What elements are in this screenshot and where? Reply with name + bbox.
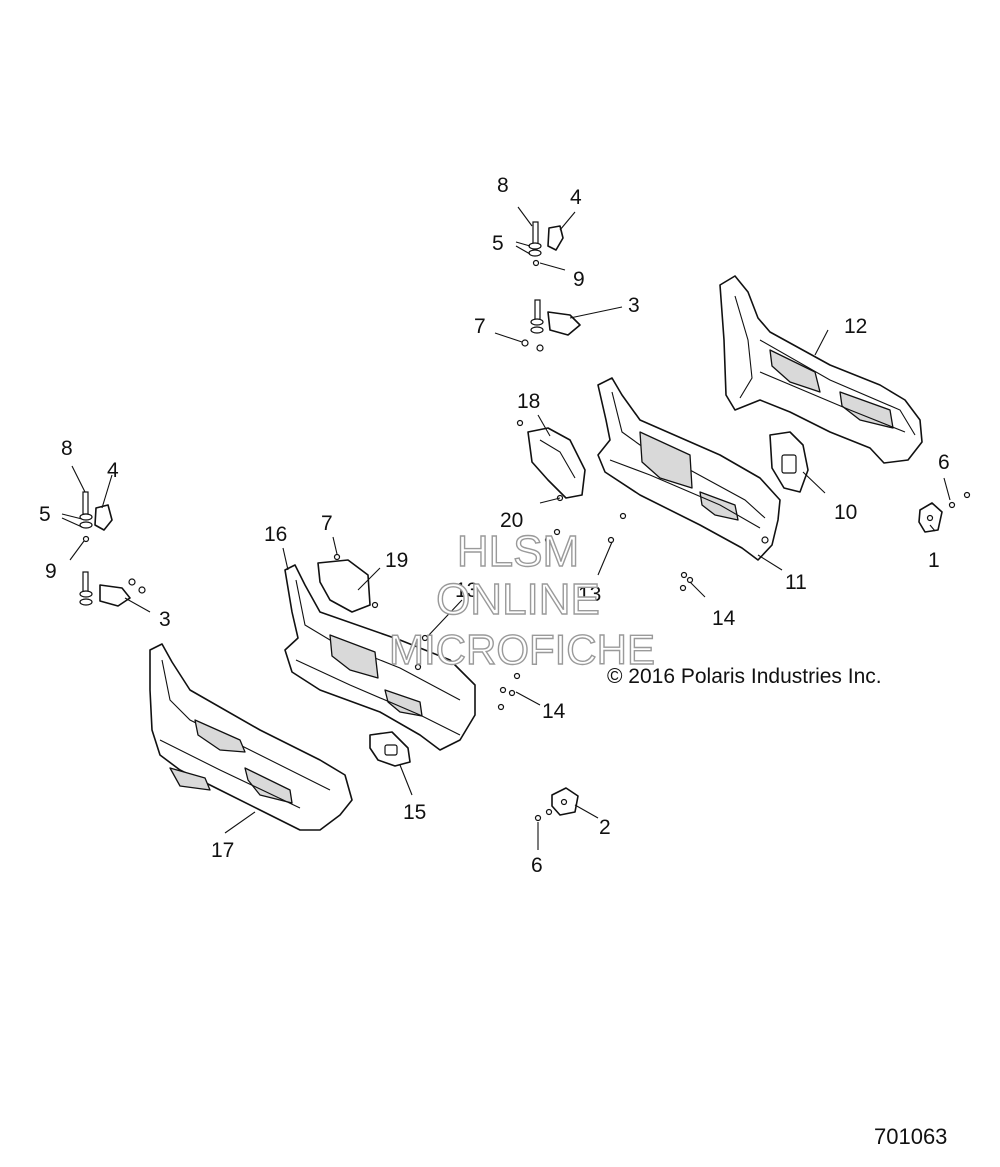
callout-5-left: 5 <box>39 503 51 526</box>
part-11-rear-door-frame <box>597 377 781 561</box>
callout-18: 18 <box>517 390 540 413</box>
part-2-front-hinge <box>551 787 579 816</box>
callout-1: 1 <box>928 549 940 572</box>
callout-10: 10 <box>834 501 857 524</box>
copyright-notice: © 2016 Polaris Industries Inc. <box>607 665 882 688</box>
part-1-rear-hinge <box>918 502 943 533</box>
callout-12: 12 <box>844 315 867 338</box>
callout-8-left: 8 <box>61 437 73 460</box>
callout-7-left: 7 <box>321 512 333 535</box>
callout-9-upper: 9 <box>573 268 585 291</box>
callout-14-right: 14 <box>712 607 736 630</box>
left-hinge-hardware <box>79 491 146 607</box>
watermark-line-3: MICROFICHE <box>389 626 655 673</box>
callout-3-upper: 3 <box>628 294 640 317</box>
callout-7-upper: 7 <box>474 315 486 338</box>
callout-20: 20 <box>500 509 523 532</box>
callout-6-bottom: 6 <box>531 854 543 877</box>
callout-13-left: 13 <box>455 579 478 602</box>
callout-4-upper: 4 <box>570 186 582 209</box>
callout-17: 17 <box>211 839 234 862</box>
callout-5-upper: 5 <box>492 232 504 255</box>
part-12-rear-door-panel <box>719 275 923 464</box>
diagram-id: 701063 <box>874 1124 947 1149</box>
callout-9-left: 9 <box>45 560 57 583</box>
callout-13-right: 13 <box>578 583 601 606</box>
callout-3-left: 3 <box>159 608 171 631</box>
callout-14-left: 14 <box>542 700 566 723</box>
fasteners <box>333 419 971 822</box>
part-18-panel-plate <box>527 427 586 499</box>
part-10-rear-latch <box>769 431 809 493</box>
callout-19: 19 <box>385 549 408 572</box>
callout-15: 15 <box>403 801 426 824</box>
watermark-line-1: HLSM <box>457 527 579 576</box>
upper-hinge-hardware <box>521 221 581 352</box>
part-19-small-panel <box>317 559 371 613</box>
callout-8-upper: 8 <box>497 174 509 197</box>
callout-4-left: 4 <box>107 459 119 482</box>
callout-labels: 8 4 5 9 3 7 12 18 6 10 20 1 11 13 14 8 4… <box>39 174 950 877</box>
part-17-front-door-panel <box>149 643 353 831</box>
leader-lines <box>61 206 951 850</box>
callout-11: 11 <box>785 571 807 594</box>
callout-16: 16 <box>264 523 287 546</box>
watermark-line-2: ONLINE <box>436 575 600 624</box>
callout-6-right: 6 <box>938 451 950 474</box>
callout-2: 2 <box>599 816 611 839</box>
part-16-front-door-frame <box>284 564 476 751</box>
part-15-front-latch <box>369 731 411 767</box>
watermark: HLSM ONLINE MICROFICHE <box>388 526 655 673</box>
